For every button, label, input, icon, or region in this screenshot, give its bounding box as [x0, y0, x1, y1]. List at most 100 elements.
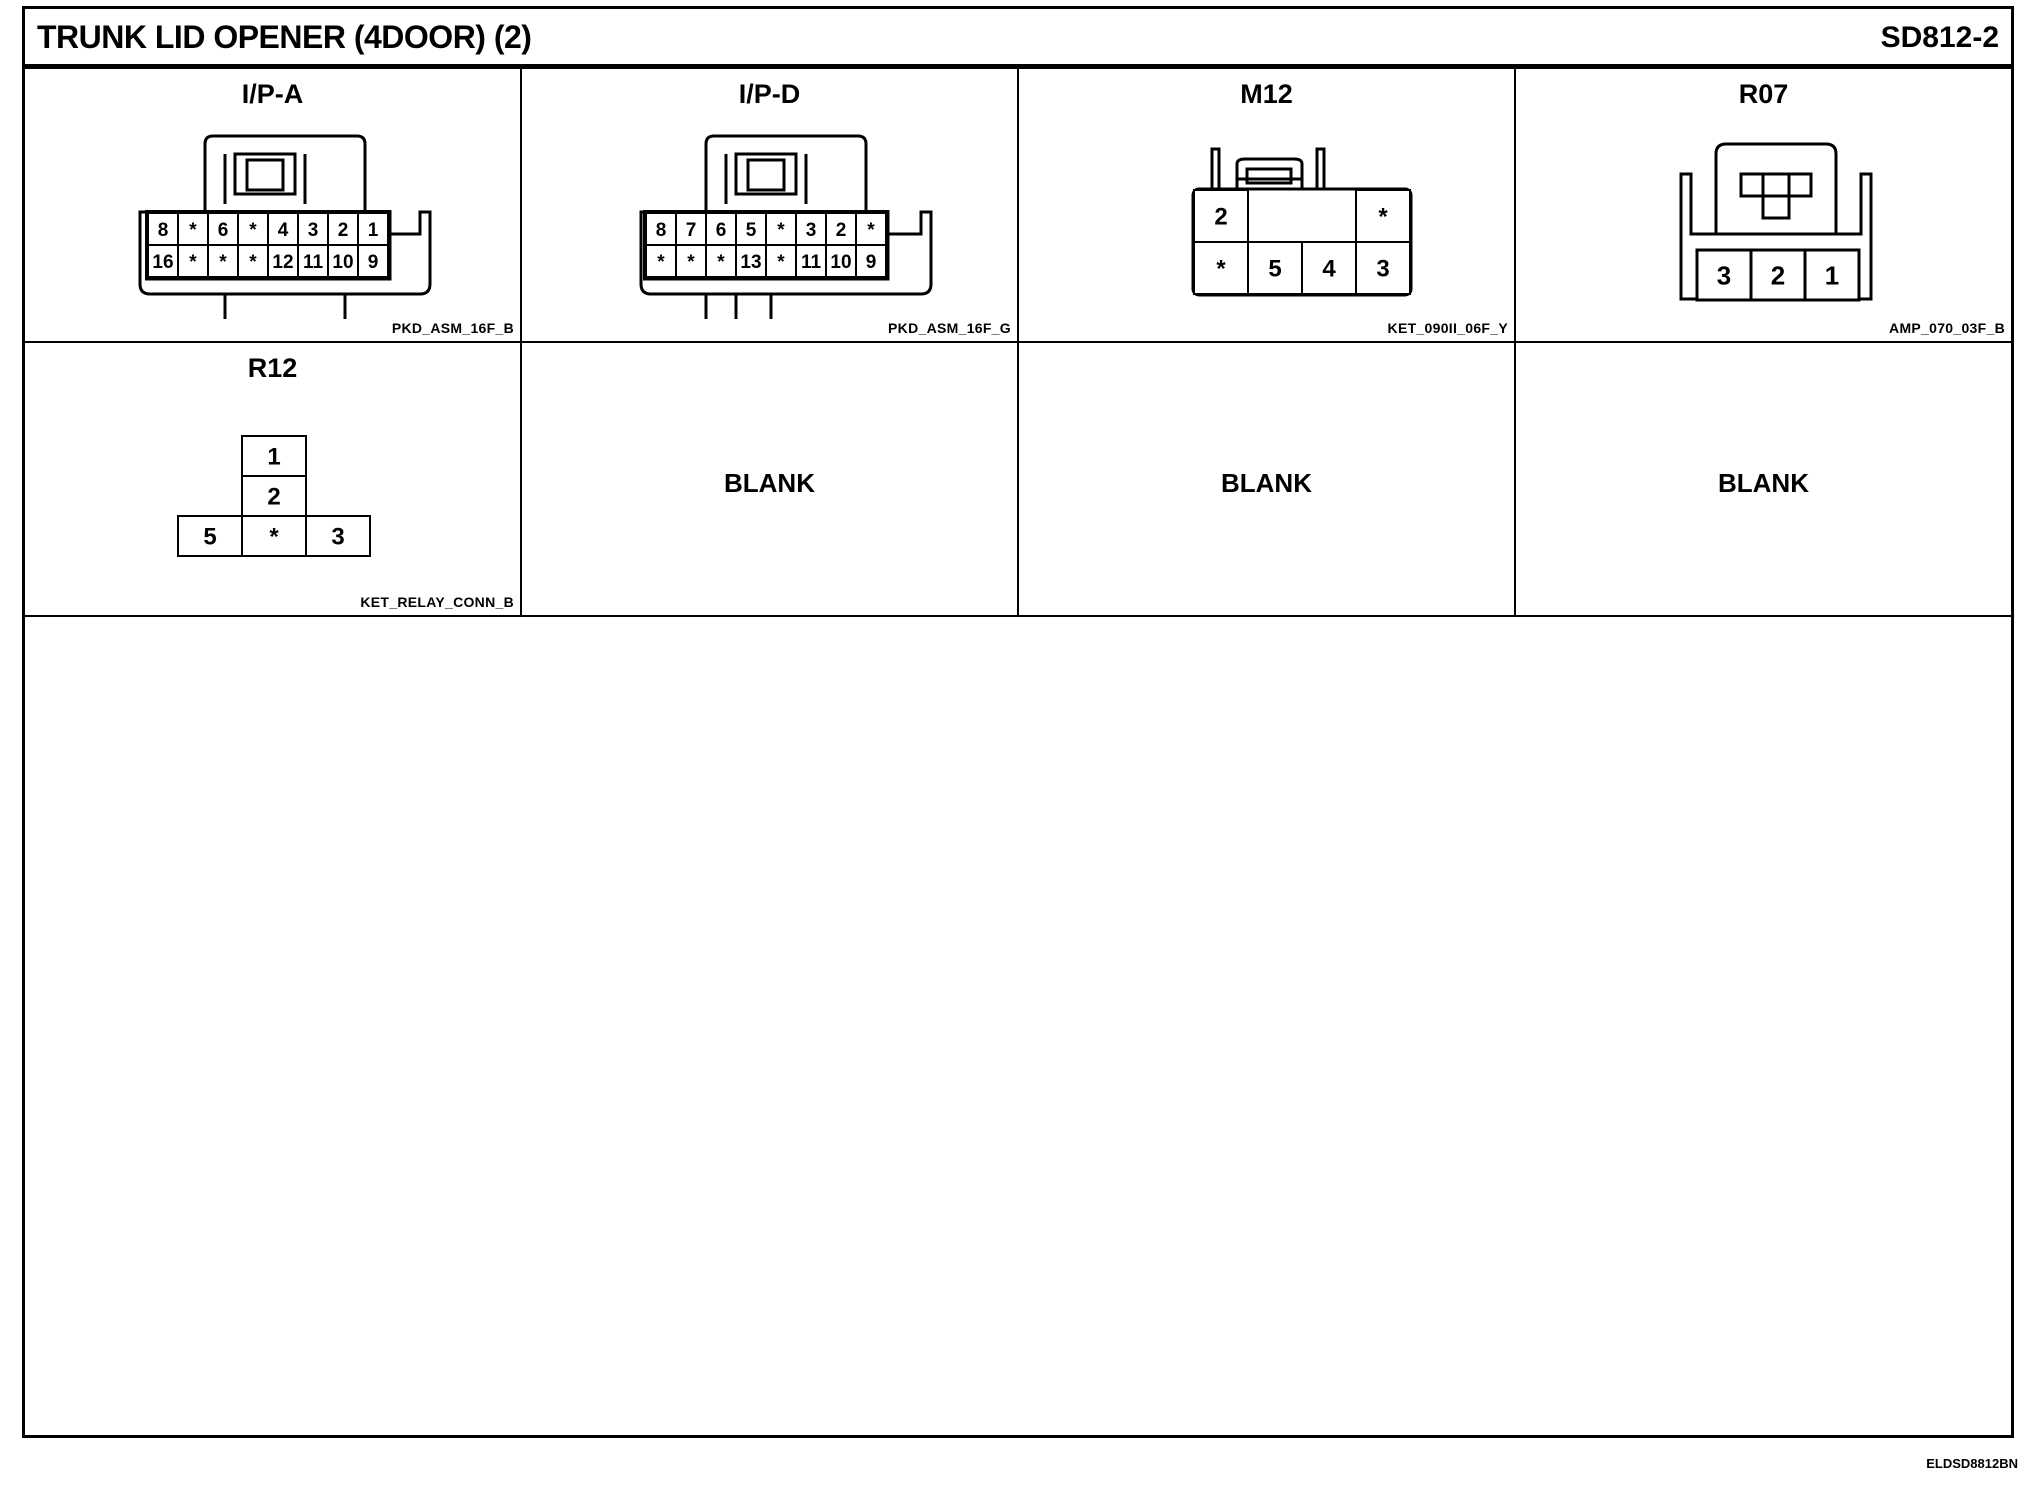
pin-cavity — [1355, 241, 1411, 295]
pin-cavity — [241, 475, 307, 517]
pin-cavity — [1301, 241, 1357, 295]
pin-label: 3 — [1717, 260, 1731, 290]
pin-label: 1 — [1825, 260, 1839, 290]
pin-cavity — [645, 212, 677, 246]
connector-name: R07 — [1738, 79, 1789, 109]
pin-label: * — [717, 252, 725, 273]
connector-name: M12 — [1240, 79, 1293, 109]
connector-type: AMP_070_03F_B — [1889, 320, 2005, 336]
pin-label: 6 — [218, 220, 229, 241]
pin-label: 2 — [338, 220, 349, 241]
blank-label: BLANK — [724, 468, 815, 498]
page-title: TRUNK LID OPENER (4DOOR) (2) — [37, 19, 532, 55]
pin-cavity — [855, 212, 887, 246]
pin-label: * — [687, 252, 695, 273]
pin-label: 11 — [303, 252, 324, 273]
pin-label: * — [777, 220, 785, 241]
reference-code: ELDSD8812BN — [1926, 1456, 2018, 1471]
pin-label: * — [219, 252, 227, 273]
pin-cavity — [705, 244, 737, 278]
pin-cavity — [327, 212, 359, 246]
pin-cavity — [305, 515, 371, 557]
pin-label: 9 — [866, 252, 877, 273]
pin-cavity — [1247, 241, 1303, 295]
connector-cell-r07: R07 3 2 1 AMP_070_03F_B — [1516, 69, 2011, 343]
blank-cell: BLANK — [1019, 343, 1516, 617]
pin-label: 10 — [830, 252, 851, 273]
pin-cavity — [1695, 248, 1753, 302]
pin-cavity — [237, 244, 269, 278]
pin-label: 2 — [1771, 260, 1785, 290]
pin-label: * — [269, 524, 279, 551]
pin-label: 4 — [278, 220, 289, 241]
connector-name: I/P-D — [738, 79, 801, 109]
diagram-sheet: TRUNK LID OPENER (4DOOR) (2) SD812-2 I/P… — [22, 6, 2014, 1438]
pin-label: * — [867, 220, 875, 241]
pin-cavity — [1193, 241, 1249, 295]
connector-name: R12 — [247, 353, 298, 383]
connector-type: PKD_ASM_16F_B — [391, 320, 514, 336]
pin-label: 2 — [836, 220, 847, 241]
title-bar: TRUNK LID OPENER (4DOOR) (2) SD812-2 — [25, 9, 2011, 69]
pin-label: * — [189, 252, 197, 273]
pin-cavity — [765, 212, 797, 246]
pin-cavity — [675, 212, 707, 246]
pin-label: 1 — [368, 220, 379, 241]
pin-label: 3 — [806, 220, 817, 241]
pin-label: 2 — [1214, 204, 1227, 231]
pin-label: 7 — [686, 220, 697, 241]
pin-label: 3 — [308, 220, 319, 241]
pin-cavity — [241, 515, 307, 557]
pin-label: 2 — [267, 484, 280, 511]
pin-cavity — [795, 212, 827, 246]
pin-cavity — [357, 244, 389, 278]
pin-label: 11 — [801, 252, 822, 273]
blank-cell: BLANK — [1516, 343, 2011, 617]
pin-cavity — [645, 244, 677, 278]
pin-cavity — [177, 244, 209, 278]
pin-label: 3 — [331, 524, 344, 551]
pin-label: 3 — [1376, 256, 1389, 283]
pin-label: * — [1216, 256, 1226, 283]
pin-cavity — [241, 435, 307, 477]
pin-label: 4 — [1322, 256, 1336, 283]
pin-label: 5 — [746, 220, 757, 241]
pin-cavity — [207, 244, 239, 278]
blank-label: BLANK — [1221, 468, 1312, 498]
pin-cavity — [1355, 189, 1411, 243]
pin-cavity — [795, 244, 827, 278]
r12-pin-grid: 125*3 — [177, 435, 371, 557]
pin-label: * — [657, 252, 665, 273]
connector-type: PKD_ASM_16F_G — [888, 320, 1011, 336]
pin-cavity — [855, 244, 887, 278]
pin-label: * — [1378, 204, 1388, 231]
blank-cell: BLANK — [522, 343, 1019, 617]
r07-pin-grid: 3 2 1 — [1695, 248, 1861, 302]
pin-cavity — [267, 244, 299, 278]
pin-label: * — [249, 220, 257, 241]
pin-cavity — [147, 244, 179, 278]
pin-cavity — [297, 244, 329, 278]
pin-label: 8 — [656, 220, 667, 241]
pin-label: 8 — [158, 220, 169, 241]
pin-cavity — [327, 244, 359, 278]
diagram-code: SD812-2 — [1880, 21, 1999, 54]
connector-type: KET_090II_06F_Y — [1387, 320, 1508, 336]
pin-label: * — [249, 252, 257, 273]
pin-cavity — [765, 244, 797, 278]
pin-label: * — [189, 220, 197, 241]
blank-label: BLANK — [1718, 468, 1809, 498]
connector-type: KET_RELAY_CONN_B — [360, 594, 514, 610]
pin-label: * — [777, 252, 785, 273]
pin-cavity — [267, 212, 299, 246]
pin-label: 5 — [203, 524, 216, 551]
pin-label: 9 — [368, 252, 379, 273]
pin-label: 10 — [332, 252, 353, 273]
